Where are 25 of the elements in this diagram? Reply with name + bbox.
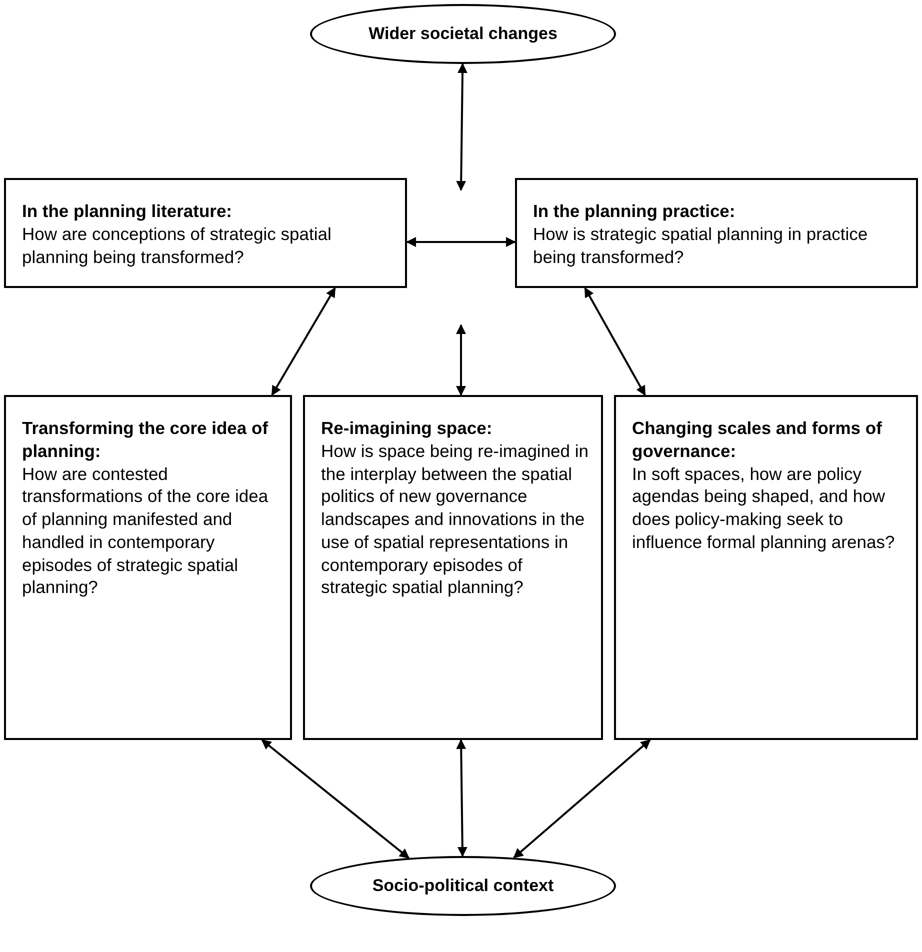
- box-heading: In the planning literature:: [22, 200, 234, 223]
- double-arrow: [456, 63, 468, 191]
- double-arrow: [456, 324, 466, 396]
- double-arrow: [261, 739, 410, 859]
- question-box: [515, 178, 918, 288]
- node-label: Socio-political context: [372, 876, 554, 896]
- double-arrow: [271, 287, 336, 396]
- box-heading: In the planning practice:: [533, 200, 736, 223]
- double-arrow: [513, 739, 651, 858]
- double-arrow: [584, 287, 646, 396]
- node-label: Wider societal changes: [368, 24, 558, 44]
- question-box: [4, 178, 407, 288]
- box-question: In soft spaces, how are policy agendas being shaped, and how does policy-making seek to influence formal planning arenas?: [632, 462, 896, 554]
- box-heading: Transforming the core idea of planning:: [22, 417, 270, 462]
- question-box: [303, 395, 603, 740]
- box-question: How is strategic spatial planning in practice being transformed?: [533, 222, 869, 268]
- question-box: [614, 395, 918, 740]
- box-heading: Re-imagining space:: [321, 417, 494, 440]
- double-arrow: [456, 739, 468, 857]
- double-arrow: [406, 237, 516, 247]
- box-question: How is space being re-imagined in the interplay between the spatial politics of new governance landscapes and innovations in the use of spatial representations in contemporary episodes of strategic spatial planning?: [321, 440, 589, 599]
- question-box: [4, 395, 292, 740]
- box-question: How are conceptions of strategic spatial planning being transformed?: [22, 222, 332, 268]
- box-question: How are contested transformations of the core idea of planning manifested and handled in contemporary episodes of strategic spatial planning?: [22, 462, 270, 599]
- box-heading: Changing scales and forms of governance:: [632, 417, 883, 462]
